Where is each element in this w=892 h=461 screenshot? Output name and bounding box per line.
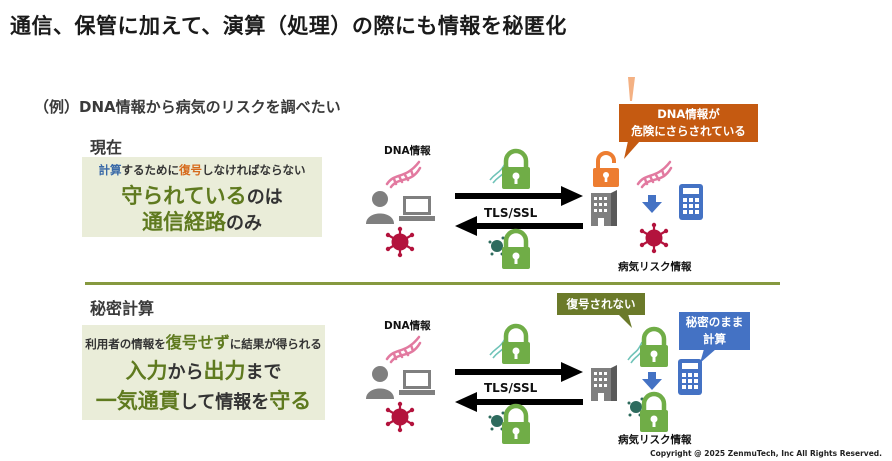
text-emphasis: 守る xyxy=(269,389,312,413)
secure-box-subtitle: 利用者の情報を復号せずに結果が得られる xyxy=(82,329,325,353)
calculator-icon xyxy=(678,359,702,395)
dna-icon xyxy=(636,160,673,189)
callout-tail xyxy=(700,349,716,363)
secure-info-box: 利用者の情報を復号せずに結果が得られる 入力から出力まで 一気通貫して情報を守る xyxy=(82,325,325,420)
dna-label: DNA情報 xyxy=(384,320,431,332)
transfer-arrows xyxy=(455,186,583,236)
section-label-secure: 秘密計算 xyxy=(90,299,155,318)
text-compute: 計算 xyxy=(98,163,122,177)
text-plain: のは xyxy=(246,187,283,208)
building-icon xyxy=(591,365,617,401)
example-heading: （例）DNA情報から病気のリスクを調べたい xyxy=(34,98,341,116)
virus-icon xyxy=(385,226,415,258)
text-plain: しなければならない xyxy=(202,163,306,177)
callout-line: 秘密のまま xyxy=(685,315,744,329)
text-emphasis: 入力 xyxy=(125,359,168,383)
callout-line: 危険にさらされている xyxy=(631,124,746,138)
callout-line: 計算 xyxy=(703,332,726,346)
text-plain: から xyxy=(167,362,204,383)
secure-box-line1: 入力から出力まで xyxy=(82,359,325,385)
text-plain: まで xyxy=(245,362,282,383)
text-plain: 利用者の情報を xyxy=(85,337,166,351)
user-icon xyxy=(366,366,394,399)
text-emphasis: 守られている xyxy=(121,184,247,208)
virus-icon xyxy=(385,401,415,433)
result-label: 病気リスク情報 xyxy=(618,261,692,273)
lock-open-icon xyxy=(593,151,619,187)
dna-icon xyxy=(385,335,422,364)
not-decrypted-callout: 復号されない xyxy=(557,293,645,315)
text-plain: するために xyxy=(121,163,180,177)
page-title: 通信、保管に加えて、演算（処理）の際にも情報を秘匿化 xyxy=(10,14,567,38)
result-label: 病気リスク情報 xyxy=(618,434,692,446)
calculator-icon xyxy=(679,184,703,220)
text-plain: に結果が得られる xyxy=(229,337,322,351)
text-emphasis: 通信経路 xyxy=(142,210,226,234)
protocol-label: TLS/SSL xyxy=(484,381,538,395)
current-box-line2: 通信経路のみ xyxy=(82,210,322,236)
lock-closed-icon xyxy=(627,391,668,432)
current-box-line1: 守られているのは xyxy=(82,184,322,210)
arrow-down-icon xyxy=(642,372,662,390)
building-icon xyxy=(591,190,617,226)
callout-tail xyxy=(624,141,640,159)
warning-callout: DNA情報が 危険にさらされている xyxy=(619,104,758,142)
arrow-right-icon xyxy=(455,362,583,382)
section-divider xyxy=(85,282,780,285)
lock-closed-icon xyxy=(627,326,668,367)
text-plain: のみ xyxy=(226,213,262,234)
protocol-label: TLS/SSL xyxy=(484,206,538,220)
example-heading-mid: 病気の xyxy=(175,98,221,116)
lock-closed-icon xyxy=(488,403,530,444)
text-emphasis: 一気通貫 xyxy=(95,389,180,413)
virus-icon xyxy=(639,222,669,254)
secret-compute-callout: 秘密のまま 計算 xyxy=(679,312,750,350)
callout-tail xyxy=(618,314,632,328)
user-icon xyxy=(366,191,394,224)
lock-closed-icon xyxy=(489,148,530,189)
text-emphasis: 出力 xyxy=(203,359,246,383)
text-plain: して情報を xyxy=(179,392,270,413)
current-box-subtitle: 計算するために復号しなければならない xyxy=(82,162,322,178)
laptop-icon xyxy=(399,370,435,395)
lock-closed-icon xyxy=(488,228,530,269)
dna-label: DNA情報 xyxy=(384,145,431,157)
lock-closed-icon xyxy=(489,323,530,364)
transfer-arrows xyxy=(455,362,583,412)
arrow-left-icon xyxy=(455,216,583,236)
dna-icon xyxy=(385,160,422,189)
arrow-left-icon xyxy=(455,392,583,412)
callout-line: DNA情報が xyxy=(657,107,720,121)
arrow-down-icon xyxy=(642,195,662,213)
secure-box-line2: 一気通貫して情報を守る xyxy=(82,389,325,415)
section-label-current: 現在 xyxy=(90,138,123,157)
text-emphasis: 復号せず xyxy=(165,333,230,352)
current-info-box: 計算するために復号しなければならない 守られているのは 通信経路のみ xyxy=(82,157,322,237)
text-decrypt: 復号 xyxy=(179,163,202,177)
arrow-right-icon xyxy=(455,186,583,206)
laptop-icon xyxy=(399,196,435,221)
copyright: Copyright @ 2025 ZenmuTech, Inc All Righ… xyxy=(650,449,882,458)
